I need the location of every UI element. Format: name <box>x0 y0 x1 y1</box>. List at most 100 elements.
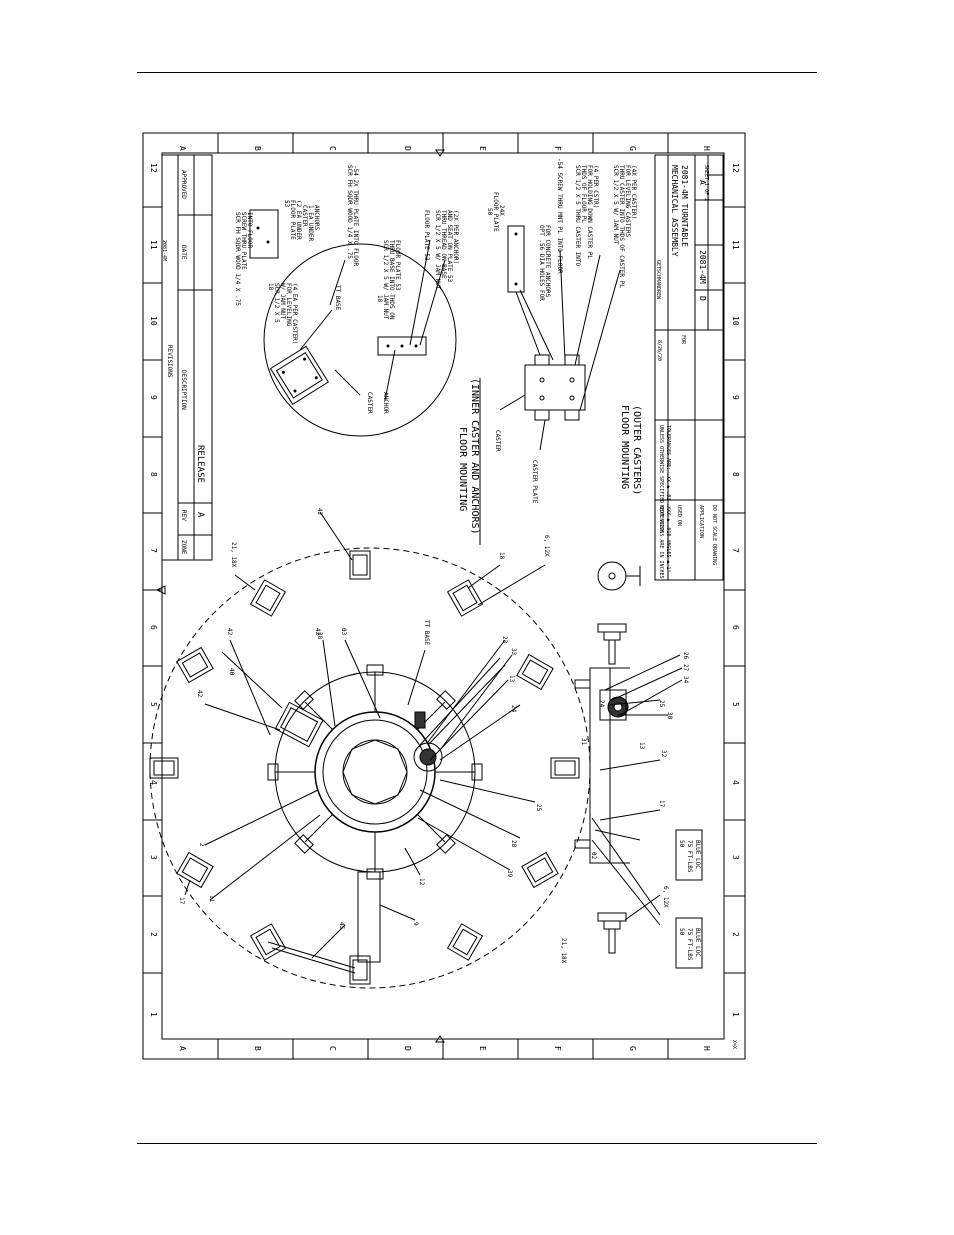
main-balloon: 11 <box>208 895 215 903</box>
side-balloon: 17 <box>658 800 665 808</box>
rev-header-description: DESCRIPTION <box>180 370 187 410</box>
zone-number: 8 <box>149 472 158 477</box>
zone-number: 12 <box>731 163 740 173</box>
zone-letter: F <box>553 146 562 151</box>
outer-note: CASTER PLATE <box>531 460 538 504</box>
inner-note: -54 2X THRU PLATE INTO FLOOR <box>352 165 359 267</box>
revisions-title: REVISIONS <box>166 345 173 378</box>
tb-application: APPLICATION <box>698 505 704 538</box>
zone-number: 5 <box>731 702 740 707</box>
outer-note: -54 SCREW THRU MNT PL INTO FLOOR <box>556 158 563 274</box>
side-balloon: 32 <box>660 750 667 758</box>
main-balloon: 33 <box>510 648 517 656</box>
inner-note: (2 EA UNDER <box>295 200 302 240</box>
inner-caster-detail: SCR FH SQDR WOOD 1/4 X .75 SCREW THRU PL… <box>234 165 481 545</box>
inner-note: 18 <box>267 283 274 291</box>
center-mark-icon <box>435 149 445 157</box>
inner-note: ANCHORS <box>313 205 320 231</box>
tb-rev: A <box>698 180 707 185</box>
inner-detail-title: FLOOR MOUNTING <box>457 427 468 511</box>
tb-sheet: SHEET 1 OF 2 <box>703 165 709 201</box>
rev-dwg-no: 2081-4M <box>161 240 167 261</box>
inner-note: AND SEAT ON PLATE 53 <box>446 210 453 283</box>
zone-letter: H <box>702 146 711 151</box>
main-balloon: 03 <box>340 628 347 636</box>
zone-ticks <box>143 133 745 1059</box>
tb-scale-note: DO NOT SCALE DRAWING <box>711 505 717 565</box>
zone-number: 5 <box>149 702 158 707</box>
loctite-note: 75 FT-LBS <box>686 840 693 873</box>
tb-drawn: FOR <box>680 335 686 345</box>
zone-letter: H <box>702 1046 711 1051</box>
inner-note: CASTER <box>366 392 373 414</box>
tb-tolerances: TOLERANCES ARE: .XX ± .03 .XXX ± .010 AN… <box>665 425 671 573</box>
outer-note: CASTER <box>494 430 501 452</box>
loctite-note-box <box>675 917 703 969</box>
zone-number: 1 <box>731 1012 740 1017</box>
main-balloon: 13 <box>508 675 515 683</box>
main-balloon: TT BASE <box>423 620 430 646</box>
zone-letter: F <box>553 1046 562 1051</box>
rev-row-description: RELEASE <box>195 445 205 483</box>
zone-letter: D <box>403 1046 412 1051</box>
inner-note: SCREW THRU PLATE <box>240 212 247 270</box>
main-balloon: 23 <box>501 636 508 644</box>
zone-number: 3 <box>149 855 158 860</box>
inner-note: SCR FH SQDR WOOD 1/4 X .75 <box>346 165 353 259</box>
center-mark-icon <box>435 1035 445 1043</box>
main-balloon: 40 <box>228 668 235 676</box>
main-balloon: 2 <box>198 843 205 847</box>
zone-number: 4 <box>731 780 740 785</box>
zone-letter: C <box>328 146 337 151</box>
side-balloon: 34 <box>682 676 689 684</box>
inner-note: SCR 1/2 X 5 W/ JAM NUT <box>434 210 441 290</box>
zone-letter: E <box>478 146 487 151</box>
tb-title-line2: 2081-4M TURNTABLE <box>680 165 689 247</box>
sheet-outer-border <box>142 132 746 1060</box>
inner-detail-subtitle: (INNER CASTER AND ANCHORS) <box>469 378 480 535</box>
inner-note: THRU THREAD ON BASE <box>440 210 447 279</box>
zone-number: 10 <box>149 316 158 326</box>
zone-number: 11 <box>731 240 740 250</box>
inner-note: FLOOR PLATE 53 <box>423 210 430 261</box>
loctite-note: 50 <box>678 840 685 848</box>
header-rule <box>137 72 817 73</box>
main-balloon: 18 <box>498 552 505 560</box>
zone-letter: B <box>253 146 262 151</box>
outer-note: SCR 1/2 X 5 THRU CASTER INTO <box>574 165 581 267</box>
inner-note: INTO FLOOR <box>246 212 253 249</box>
main-balloon: 39 <box>506 870 513 878</box>
side-balloon: 02 <box>590 852 597 860</box>
zone-number: 4 <box>149 780 158 785</box>
sheet-inner-border <box>161 152 725 1040</box>
main-balloon: 21, 18X <box>230 542 237 568</box>
zone-number: 10 <box>731 316 740 326</box>
main-balloon: 42 <box>314 628 321 636</box>
main-balloon: 28 <box>510 840 517 848</box>
tb-unless-note: UNLESS OTHERWISE SPECIFIED DIMENSIONS AR… <box>658 425 664 579</box>
zone-letter: A <box>178 1046 187 1051</box>
rev-header-rev: REV <box>180 510 187 521</box>
inner-note: SCR 1/2 X 5 <box>273 283 280 323</box>
inner-note: THRU BASE INTO THDS ON <box>388 240 395 320</box>
outer-note: OPT .56 DIA HOLES FOR <box>538 225 545 301</box>
inner-note: 53 <box>283 200 290 208</box>
outer-note: THRU CASTER INTO THDS OF CASTER PL <box>618 165 625 288</box>
tb-dwg-no: 2081-4M <box>698 250 707 284</box>
outer-note: FOR CONCRETE ANCHORS <box>544 225 551 298</box>
side-view: 26 27 34 25 30 32 13 17 02 31 24 6, 12X … <box>560 561 703 969</box>
side-balloon: 27 <box>682 664 689 672</box>
zone-letter: E <box>478 1046 487 1051</box>
zone-number: 11 <box>149 240 158 250</box>
outer-note: FOR HOLDING DOWN CASTER PL <box>586 165 593 259</box>
revisions-table: REVISIONS ZONE REV DESCRIPTION DATE APPR… <box>161 154 213 561</box>
inner-note: (4 EA PER CASTER) <box>291 283 298 344</box>
outer-note: FOR LEVELING CASTERS <box>624 165 631 238</box>
inner-note: SCR FH SQDR WOOD 1/4 X .75 <box>234 212 241 306</box>
zone-number: 9 <box>731 395 740 400</box>
outer-note: SCR 1/2 X 5 W/ JAM NUT <box>612 165 619 245</box>
zone-number: 12 <box>149 163 158 173</box>
main-balloon: 6, 12X <box>543 535 550 557</box>
zone-letters-bottom: A B C D E F G H <box>178 1046 711 1051</box>
rev-header-approved: APPROVED <box>180 170 187 199</box>
